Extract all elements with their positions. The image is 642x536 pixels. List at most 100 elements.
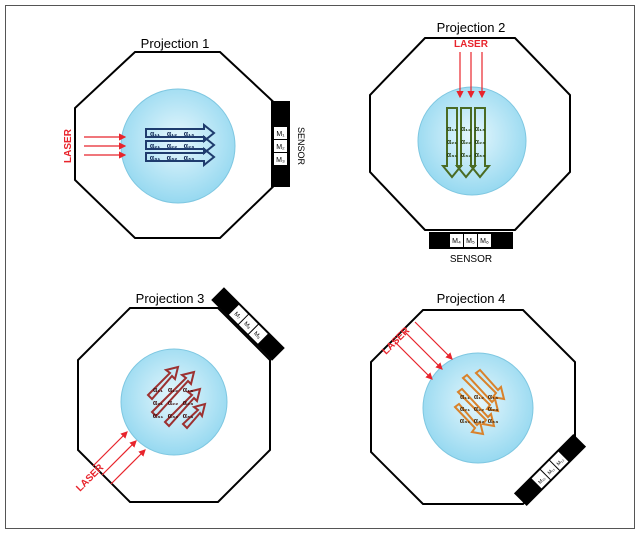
projection-4-laser-label: LASER bbox=[380, 325, 412, 357]
projection-3-sweep-arrow bbox=[146, 365, 180, 401]
projection-3-sample-disc bbox=[120, 348, 228, 456]
sensor-cell: M₁₂ bbox=[556, 457, 566, 467]
grid-cell: α₃₃ bbox=[488, 418, 499, 425]
grid-cell: α₂₃ bbox=[184, 143, 195, 150]
projection-2-octagon bbox=[369, 37, 571, 231]
projection-4-laser-beam bbox=[394, 341, 433, 380]
grid-cell: α₃₃ bbox=[184, 155, 195, 162]
projection-3-sweep-arrows bbox=[146, 365, 207, 430]
sensor-cell: M₆ bbox=[480, 238, 489, 245]
grid-cell: α₁₂ bbox=[461, 126, 471, 133]
grid-cell: α₁₂ bbox=[168, 387, 178, 394]
grid-cell: α₂₂ bbox=[167, 143, 178, 150]
projection-3-laser-beam bbox=[110, 449, 146, 485]
projection-1-sweep-arrow bbox=[145, 122, 216, 144]
projection-2-sweep-arrow bbox=[454, 107, 478, 179]
projection-3-laser-beam bbox=[101, 440, 137, 476]
grid-cell: α₁₁ bbox=[153, 387, 163, 394]
grid-cell: α₃₃ bbox=[183, 413, 194, 420]
grid-cell: α₁₃ bbox=[475, 126, 485, 133]
projection-2-laser-label: LASER bbox=[454, 39, 489, 50]
grid-cell: α₃₂ bbox=[461, 152, 472, 159]
grid-cell: α₂₁ bbox=[460, 406, 470, 413]
sensor-cell: M₈ bbox=[242, 321, 252, 331]
grid-cell: α₃₂ bbox=[474, 418, 485, 425]
grid-cell: α₂₃ bbox=[183, 400, 194, 407]
projection-4-grid: α₁₁ α₁₂ α₁₃ α₂₁ α₂₂ α₂₃ α₃₁ α₃₂ α₃₃ bbox=[460, 394, 499, 425]
projection-3-laser-label: LASER bbox=[74, 462, 106, 494]
grid-cell: α₁₃ bbox=[183, 387, 193, 394]
projection-2-sensor-label: SENSOR bbox=[450, 254, 492, 265]
projection-3-sweep-arrow bbox=[181, 402, 207, 430]
projection-2-sweep-arrow bbox=[440, 107, 464, 179]
grid-cell: α₂₁ bbox=[150, 143, 160, 150]
projection-3-title: Projection 3 bbox=[136, 291, 205, 306]
projection-4-sweep-arrow bbox=[453, 402, 485, 436]
grid-cell: α₁₁ bbox=[150, 131, 160, 138]
projection-3-laser-beam bbox=[92, 431, 128, 467]
projection-3-grid: α₁₁ α₁₂ α₁₃ α₂₁ α₂₂ α₂₃ α₃₁ α₃₂ α₃₃ bbox=[153, 387, 194, 420]
sensor-cell: M₂ bbox=[276, 144, 285, 151]
grid-cell: α₂₁ bbox=[153, 400, 163, 407]
projection-1-grid: α₁₁ α₁₂ α₁₃ α₂₁ α₂₂ α₂₃ α₃₁ α₃₂ α₃₃ bbox=[150, 131, 195, 162]
projection-1-sample-disc bbox=[120, 88, 236, 204]
grid-cell: α₁₁ bbox=[460, 394, 470, 401]
projection-1: Projection 1 LASER α₁₁ α₁₂ α₁₃ α₂₁ α₂₂ α… bbox=[63, 36, 306, 239]
grid-cell: α₂₂ bbox=[474, 406, 485, 413]
grid-cell: α₃₁ bbox=[447, 152, 458, 159]
grid-cell: α₂₁ bbox=[447, 139, 457, 146]
grid-cell: α₃₁ bbox=[460, 418, 471, 425]
projection-3-sensor: M₇ M₈ M₉ bbox=[211, 287, 285, 361]
projection-4-sweep-arrow bbox=[456, 387, 496, 428]
grid-cell: α₁₃ bbox=[488, 394, 498, 401]
projection-1-title: Projection 1 bbox=[141, 36, 210, 51]
projection-2-sweep-arrows bbox=[440, 107, 492, 179]
grid-cell: α₁₂ bbox=[167, 131, 177, 138]
projection-1-sensor: M₁ M₂ M₃ bbox=[271, 101, 290, 187]
grid-cell: α₂₂ bbox=[461, 139, 472, 146]
projection-4-laser-beam bbox=[414, 321, 453, 360]
projection-4-title: Projection 4 bbox=[437, 291, 506, 306]
projection-4-sweep-arrows bbox=[453, 368, 506, 436]
sensor-cell: M₁ bbox=[276, 131, 285, 138]
projection-3-sweep-arrow bbox=[163, 387, 202, 428]
projection-2-title: Projection 2 bbox=[437, 20, 506, 35]
projection-3: Projection 3 LASER α₁₁ α₁₂ α₁₃ α₂₁ α₂₂ bbox=[74, 287, 285, 503]
projection-3-sweep-arrow bbox=[150, 370, 196, 418]
sensor-cell: M₇ bbox=[232, 311, 241, 320]
projection-4-laser-beams bbox=[394, 321, 453, 380]
projection-4-sweep-arrow bbox=[461, 373, 500, 413]
figure-frame bbox=[5, 5, 635, 529]
projection-2-sweep-arrow bbox=[468, 107, 492, 179]
grid-cell: α₃₂ bbox=[167, 155, 178, 162]
grid-cell: α₂₂ bbox=[168, 400, 179, 407]
grid-cell: α₂₃ bbox=[475, 139, 486, 146]
projection-3-laser-beams bbox=[92, 431, 146, 485]
projection-4-sweep-arrow bbox=[474, 368, 506, 401]
projection-4-sample-disc bbox=[422, 352, 534, 464]
projection-4-laser-beam bbox=[404, 331, 443, 370]
grid-cell: α₃₂ bbox=[168, 413, 179, 420]
projection-2-sensor: M₄ M₅ M₆ bbox=[429, 232, 513, 249]
sensor-cell: M₄ bbox=[452, 238, 461, 245]
projection-1-sensor-label: SENSOR bbox=[296, 127, 306, 166]
sensor-cell: M₁₀ bbox=[537, 476, 547, 486]
projection-1-sweep-arrow bbox=[145, 134, 216, 156]
projection-1-laser-label: LASER bbox=[63, 128, 74, 163]
grid-cell: α₃₁ bbox=[150, 155, 161, 162]
projection-1-octagon bbox=[74, 51, 281, 239]
projection-4: Projection 4 LASER α₁₁ α₁₂ α₁₃ α₂₁ α₂₂ bbox=[370, 291, 587, 507]
sensor-cell: M₃ bbox=[276, 157, 285, 164]
projection-4-octagon bbox=[370, 309, 576, 505]
projection-1-laser-beams bbox=[84, 133, 127, 159]
sensor-cell: M₅ bbox=[466, 238, 475, 245]
projection-4-sensor: M₁₀ M₁₁ M₁₂ bbox=[513, 433, 587, 507]
projection-1-sweep-arrows bbox=[145, 122, 216, 168]
grid-cell: α₂₃ bbox=[488, 406, 499, 413]
projection-2-grid: α₁₁ α₁₂ α₁₃ α₂₁ α₂₂ α₂₃ α₃₁ α₃₂ α₃₃ bbox=[447, 126, 486, 159]
sensor-cell: M₉ bbox=[252, 331, 262, 341]
sensor-cell: M₁₁ bbox=[547, 466, 557, 476]
grid-cell: α₁₂ bbox=[474, 394, 484, 401]
